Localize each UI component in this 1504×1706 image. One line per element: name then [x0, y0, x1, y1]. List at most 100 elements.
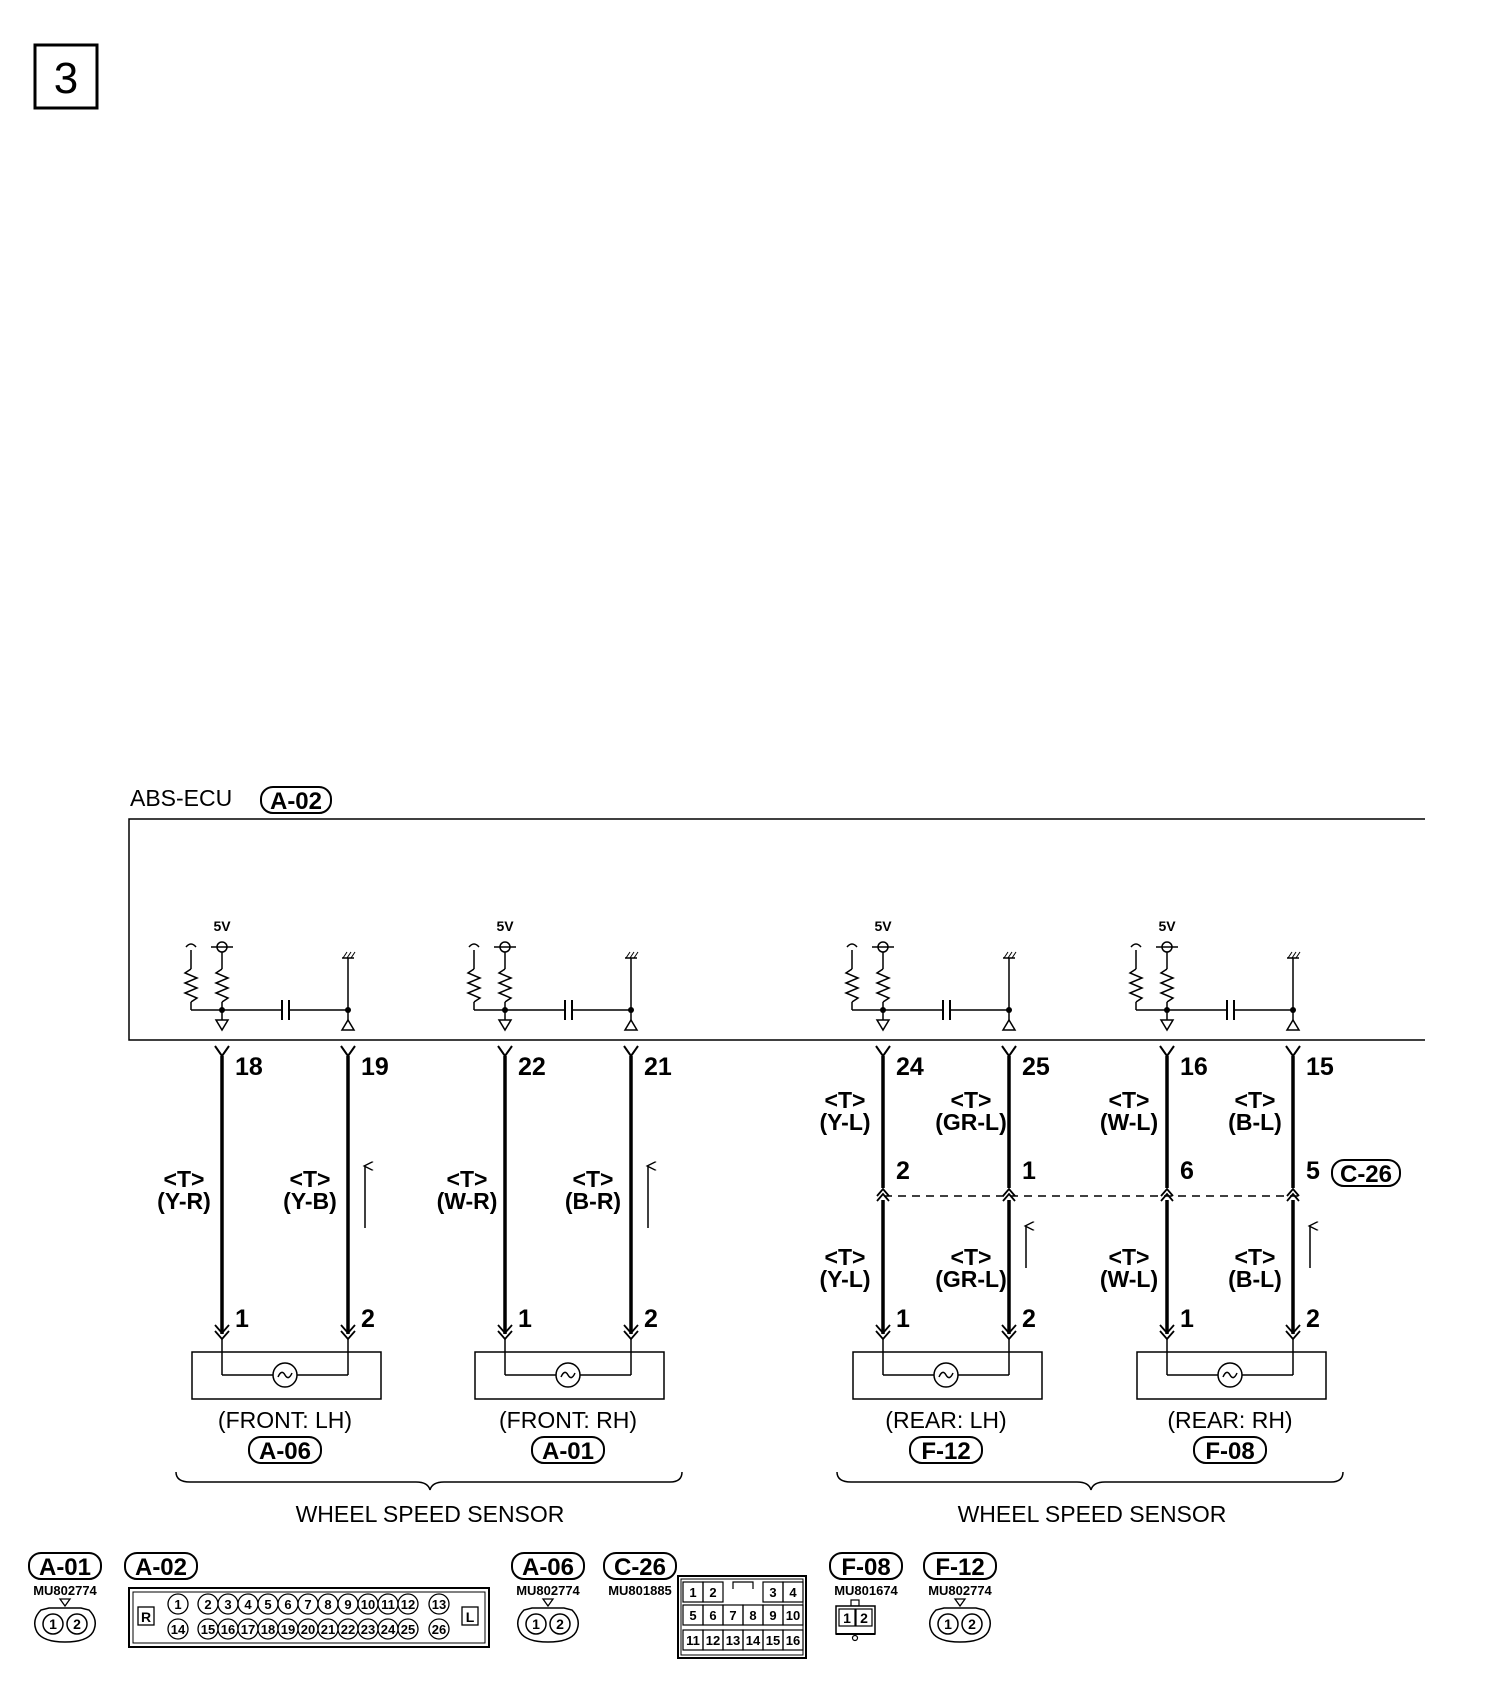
ecu-name: ABS-ECU: [130, 785, 232, 811]
sensor-connector-id: A-06: [259, 1438, 311, 1465]
pin-cavity: [961, 1613, 983, 1635]
sine-wave: [938, 1371, 954, 1379]
left-mark: R: [141, 1609, 151, 1625]
connector-view-tag: [829, 1552, 903, 1580]
break-mark: [468, 943, 480, 948]
ground-hatch: [1011, 951, 1017, 959]
pin-cavity: [42, 1613, 64, 1635]
pin-number: 17: [241, 1622, 255, 1637]
ecu-pin-number: 19: [361, 1053, 389, 1081]
connector-view-id: F-08: [841, 1554, 890, 1581]
mid-pin-number: 6: [1180, 1157, 1194, 1185]
sensor-pin-number: 2: [1306, 1305, 1320, 1333]
wire-tag: <T>: [825, 1087, 866, 1113]
wire-color: (W-L): [1100, 1109, 1158, 1135]
pin-number: 1: [944, 1616, 952, 1632]
ground-hatch: [1295, 951, 1301, 959]
sine-wave: [560, 1371, 576, 1379]
junction-terminal: [876, 1187, 890, 1202]
pin-cavity: [428, 1618, 450, 1640]
input-triangle: [875, 1019, 891, 1032]
pullup-resistor: [497, 968, 513, 1003]
channel-3: 5V2421<T>(Y-L)<T>(Y-L)2512<T>(GR-L)<T>(G…: [819, 918, 1049, 1465]
pin-cavity: [397, 1593, 419, 1615]
ecu-terminal: [1285, 1045, 1301, 1058]
ecu-pin-number: 25: [1022, 1053, 1050, 1081]
pin-number: 15: [201, 1622, 215, 1637]
pin-number: 9: [344, 1597, 351, 1612]
ecu-pin-number: 15: [1306, 1053, 1334, 1081]
pin-cavity: [66, 1613, 88, 1635]
sensor-connector-id: F-08: [1205, 1438, 1254, 1465]
pin-number: 2: [73, 1616, 81, 1632]
latch: [851, 1634, 859, 1642]
sensor-connector-id: F-12: [921, 1438, 970, 1465]
key-mark: [953, 1598, 967, 1608]
sensor-pin-number: 1: [518, 1305, 532, 1333]
ground-hatch: [629, 951, 635, 959]
pin-number: 10: [361, 1597, 375, 1612]
pin-number: 7: [304, 1597, 311, 1612]
pin-number: 12: [401, 1597, 415, 1612]
sensor-pin-number: 2: [1022, 1305, 1036, 1333]
wire-tag: <T>: [1235, 1244, 1276, 1270]
pin-number: 2: [204, 1597, 211, 1612]
input-triangle: [214, 1019, 230, 1032]
wire-tag: <T>: [1109, 1087, 1150, 1113]
pin-number: 19: [281, 1622, 295, 1637]
pin-number: 13: [432, 1597, 446, 1612]
wire-color: (Y-R): [157, 1188, 211, 1214]
right-mark: L: [466, 1609, 475, 1625]
sensor-pin-number: 2: [644, 1305, 658, 1333]
pin-number: 25: [401, 1622, 415, 1637]
connector-inner: [132, 1591, 486, 1644]
pin-number: 1: [532, 1616, 540, 1632]
svg-text:C-26: C-26: [1340, 1161, 1392, 1188]
pin-cavity: [525, 1613, 547, 1635]
ecu-pin-number: 21: [644, 1053, 672, 1081]
pin-number: 5: [689, 1608, 696, 1623]
wire-color: (W-L): [1100, 1266, 1158, 1292]
supply-voltage-label: 5V: [213, 918, 231, 934]
connector-view-tag: [124, 1552, 198, 1580]
pullup-resistor: [1159, 968, 1175, 1003]
pin-number: 1: [689, 1585, 696, 1600]
pin-number: 22: [341, 1622, 355, 1637]
input-resistor: [183, 968, 199, 1003]
wire-color: (GR-L): [935, 1109, 1007, 1135]
junction-terminal: [1002, 1187, 1016, 1202]
sensor-position: (REAR: LH): [885, 1407, 1006, 1433]
pin-number: 12: [706, 1633, 720, 1648]
right-mark-box: [461, 1606, 479, 1626]
pin-number: 24: [381, 1622, 396, 1637]
pin-number: 15: [766, 1633, 780, 1648]
ecu-terminal: [497, 1045, 513, 1058]
wire-tag: <T>: [164, 1166, 205, 1192]
mid-pin-number: 1: [1022, 1157, 1036, 1185]
part-number: MU802774: [516, 1583, 580, 1598]
mid-pin-number: 2: [896, 1157, 910, 1185]
pin-number: 21: [321, 1622, 335, 1637]
pin-number: 1: [174, 1597, 181, 1612]
pin-cavity: [549, 1613, 571, 1635]
wire-tag: <T>: [951, 1087, 992, 1113]
connector-view-id: C-26: [614, 1554, 666, 1581]
ecu-terminal: [214, 1045, 230, 1058]
ground-hatch: [1287, 951, 1293, 959]
sensor-pin-number: 2: [361, 1305, 375, 1333]
mid-pin-number: 5: [1306, 1157, 1320, 1185]
input-resistor: [844, 968, 860, 1003]
input-triangle: [497, 1019, 513, 1032]
sensor-connector-tag: [248, 1436, 322, 1464]
wire-color: (GR-L): [935, 1266, 1007, 1292]
ground-hatch: [342, 951, 348, 959]
ecu-terminal: [1001, 1045, 1017, 1058]
wire-tag: <T>: [447, 1166, 488, 1192]
connector-view-id: A-02: [135, 1554, 187, 1581]
pin-number: 3: [769, 1585, 776, 1600]
part-number: MU801885: [608, 1583, 672, 1598]
wire-color: (B-L): [1228, 1109, 1282, 1135]
wire-color: (B-L): [1228, 1266, 1282, 1292]
